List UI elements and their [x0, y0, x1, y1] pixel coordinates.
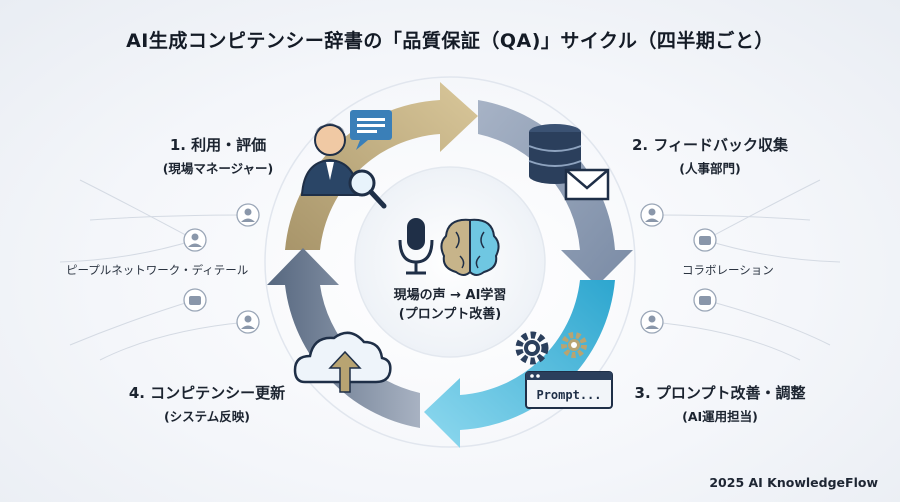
center-caption: 現場の声 → AI学習 (プロンプト改善) — [375, 286, 525, 324]
arrow-feedback — [478, 100, 633, 286]
step-2-label: 2. フィードバック収集 (人事部門) — [610, 134, 810, 177]
prompt-window-icon: Prompt... — [525, 371, 613, 409]
outer-ring — [264, 76, 636, 448]
microphone-icon — [398, 218, 434, 275]
arrow-use-evaluate — [285, 82, 478, 250]
brain-icon — [440, 218, 500, 276]
envelope-icon — [564, 168, 610, 201]
footer-credit: 2025 AI KnowledgeFlow — [709, 475, 878, 490]
arrow-prompt-improve — [424, 280, 615, 448]
side-label-right: コラボレーション — [682, 263, 774, 277]
network-lines — [59, 179, 841, 361]
gear-icon — [515, 331, 587, 365]
page-title: AI生成コンピテンシー辞書の「品質保証（QA)」サイクル（四半期ごと） — [126, 30, 774, 52]
center-caption-line1: 現場の声 → AI学習 — [393, 288, 507, 303]
step-4-sub: (システム反映) — [163, 409, 251, 424]
step-1-sub: (現場マネージャー) — [162, 161, 274, 176]
magnifier-icon — [348, 169, 387, 209]
step-2-heading: 2. フィードバック収集 — [631, 136, 789, 154]
step-2-sub: (人事部門) — [679, 161, 741, 176]
step-3-label: 3. プロンプト改善・調整 (AI運用担当) — [615, 382, 825, 425]
step-3-sub: (AI運用担当) — [682, 409, 758, 424]
center-caption-line2: (プロンプト改善) — [398, 307, 502, 322]
step-3-heading: 3. プロンプト改善・調整 — [634, 384, 806, 402]
step-1-label: 1. 利用・評価 (現場マネージャー) — [138, 134, 298, 177]
arrow-competency-update — [267, 248, 420, 428]
step-1-heading: 1. 利用・評価 — [169, 136, 267, 154]
person-node-icon — [183, 203, 664, 334]
robot-node-icon — [183, 228, 717, 312]
step-4-heading: 4. コンピテンシー更新 — [128, 384, 286, 402]
cloud-upload-icon — [293, 331, 392, 393]
chat-bubble-icon — [350, 110, 392, 150]
step-4-label: 4. コンピテンシー更新 (システム反映) — [112, 382, 302, 425]
side-label-left: ピープルネットワーク・ディテール — [66, 263, 249, 277]
prompt-box-label: Prompt... — [536, 388, 601, 402]
